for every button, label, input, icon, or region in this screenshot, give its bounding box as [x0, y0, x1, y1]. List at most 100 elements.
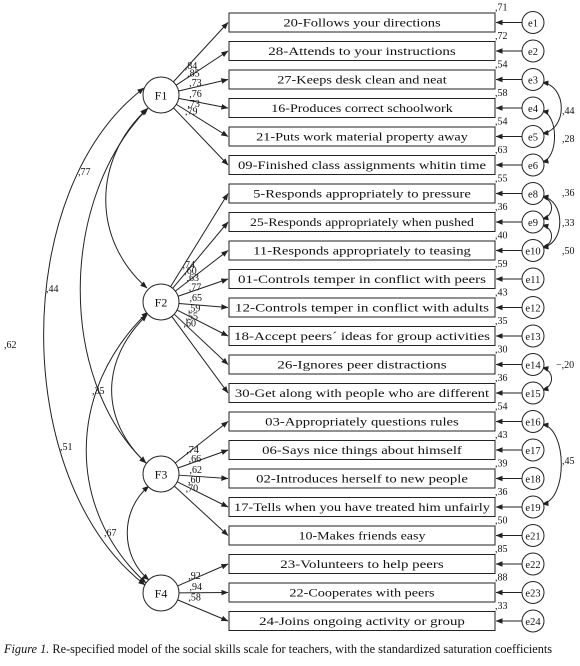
factor-f3: [142, 455, 180, 493]
error-term-e9: [521, 210, 545, 234]
error-term-e5: [521, 125, 545, 148]
r2-label-e5: ,54: [495, 117, 508, 128]
loading-label-e9: ,60: [184, 266, 197, 277]
error-covariances-layer: ,44,28,36,33,50−,20,45: [541, 80, 575, 506]
indicator-label-e5: 21-Puts work material property away: [256, 132, 468, 144]
loading-label-e19: ,60: [188, 475, 201, 486]
correlation-label-f1-f2: ,77: [78, 167, 91, 178]
correlation-label-f2-f3: ,35: [92, 386, 105, 397]
loading-label-e8: ,74: [182, 260, 195, 271]
indicator-label-e13: 18-Accept peers´ ideas for group activit…: [234, 331, 491, 343]
indicator-label-e8: 5-Responds appropriately to pressure: [253, 189, 471, 201]
indicator-box-e17: [228, 440, 496, 460]
r2-label-e9: ,36: [495, 202, 508, 213]
r2-label-e1: ,71: [495, 3, 508, 14]
error-term-e3: [521, 68, 545, 91]
r2-label-e3: ,54: [495, 60, 508, 71]
loading-path-e18: [178, 474, 229, 481]
r2-label-e23: ,88: [495, 573, 508, 584]
factor-f2: [142, 283, 180, 321]
loading-label-e1: ,84: [185, 61, 198, 72]
error-label-e2: e2: [528, 47, 538, 58]
error-label-e6: e6: [528, 161, 538, 172]
error-term-e16: [521, 410, 545, 433]
loading-path-e10: [175, 250, 229, 292]
loading-label-e5: ,73: [187, 99, 200, 110]
error-term-e19: [521, 495, 545, 519]
loading-label-e15: ,60: [184, 318, 197, 329]
correlation-label-f3-f4: ,67: [104, 528, 117, 539]
correlation-arrow-f1-f3: [79, 107, 149, 464]
error-term-e13: [521, 324, 545, 348]
error-term-e21: [521, 524, 545, 547]
indicator-box-e4: [228, 98, 496, 118]
loading-label-e12: ,65: [189, 293, 202, 304]
indicator-box-e8: [228, 183, 496, 204]
loading-label-e2: ,85: [187, 68, 200, 79]
indicator-label-e17: 06-Says nice things about himself: [262, 445, 462, 457]
r2-label-e18: ,39: [495, 459, 508, 470]
error-term-e23: [521, 581, 545, 604]
loading-path-e16: [174, 421, 229, 464]
error-term-e18: [521, 467, 545, 490]
indicator-box-e22: [228, 554, 496, 574]
sem-path-diagram: ,77 ,44 ,62 ,35 ,51 ,67 ,44,28,36,33,50−,20,4…: [4, 3, 575, 633]
correlation-label-f2-f4: ,51: [60, 442, 73, 453]
r2-label-e22: ,85: [495, 544, 508, 555]
error-label-e23: e23: [525, 588, 540, 599]
factor-correlations-layer: ,77,44,62,35,51,67: [4, 87, 150, 586]
indicator-box-e2: [228, 41, 496, 61]
loading-path-e4: [178, 97, 229, 110]
indicator-label-e12: 12-Controls temper in conflict with adul…: [235, 303, 490, 315]
error-label-e24: e24: [525, 617, 541, 628]
error-covariance-label-e8-e9: ,36: [562, 188, 575, 199]
indicator-box-e6: [228, 155, 496, 175]
correlation-arrow-f3-f4: [126, 485, 150, 581]
loading-label-e17: ,66: [189, 454, 202, 465]
correlation-arrow-f1-f4: [43, 87, 146, 586]
loading-label-e21: ,70: [186, 483, 199, 494]
error-covariance-e14-e15: [541, 366, 553, 392]
indicator-box-e23: [228, 582, 496, 603]
r2-label-e11: ,59: [495, 259, 508, 270]
indicator-box-e10: [228, 240, 496, 261]
indicator-box-e18: [228, 468, 496, 489]
indicator-box-e3: [228, 69, 496, 90]
factor-label-f1: F1: [155, 89, 168, 103]
loading-path-e9: [172, 221, 229, 289]
indicator-label-e19: 17-Tells when you have treated him unfai…: [234, 502, 490, 514]
correlation-arrow-f2-f4: [85, 311, 149, 584]
error-label-e9: e9: [528, 218, 538, 229]
indicator-box-e16: [228, 411, 496, 432]
correlation-label-f1-f3: ,44: [46, 284, 59, 295]
loading-path-e19: [176, 481, 229, 508]
loading-path-e1: [172, 22, 229, 83]
error-label-e18: e18: [525, 474, 540, 485]
error-term-e8: [521, 182, 545, 205]
r2-label-e19: ,36: [495, 487, 508, 498]
loading-label-e18: ,62: [189, 465, 202, 476]
error-label-e10: e10: [525, 246, 540, 257]
error-label-e14: e14: [525, 360, 541, 371]
loading-path-e8: [170, 193, 229, 288]
error-label-e5: e5: [528, 132, 538, 143]
error-term-e6: [521, 153, 545, 177]
error-label-e16: e16: [525, 417, 540, 428]
indicator-label-e4: 16-Produces correct schoolwork: [271, 103, 453, 115]
error-term-e22: [521, 552, 545, 576]
figure-caption: Figure 1. Re-specified model of the soci…: [4, 642, 580, 657]
factor-f4: [142, 574, 180, 612]
figure-label: Figure 1.: [4, 642, 50, 656]
loading-label-e24: ,58: [188, 592, 201, 603]
error-label-e11: e11: [526, 275, 541, 286]
factor-label-f4: F4: [155, 587, 168, 601]
error-term-e17: [521, 438, 545, 462]
error-term-e11: [521, 267, 545, 291]
indicator-label-e10: 11-Responds appropriately to teasing: [253, 246, 471, 258]
r2-label-e21: ,50: [495, 516, 508, 527]
caption-text: Re-specified model of the social skills …: [49, 642, 553, 656]
loading-path-e15: [171, 316, 229, 394]
error-label-e3: e3: [528, 75, 538, 86]
indicator-box-e11: [228, 269, 496, 289]
